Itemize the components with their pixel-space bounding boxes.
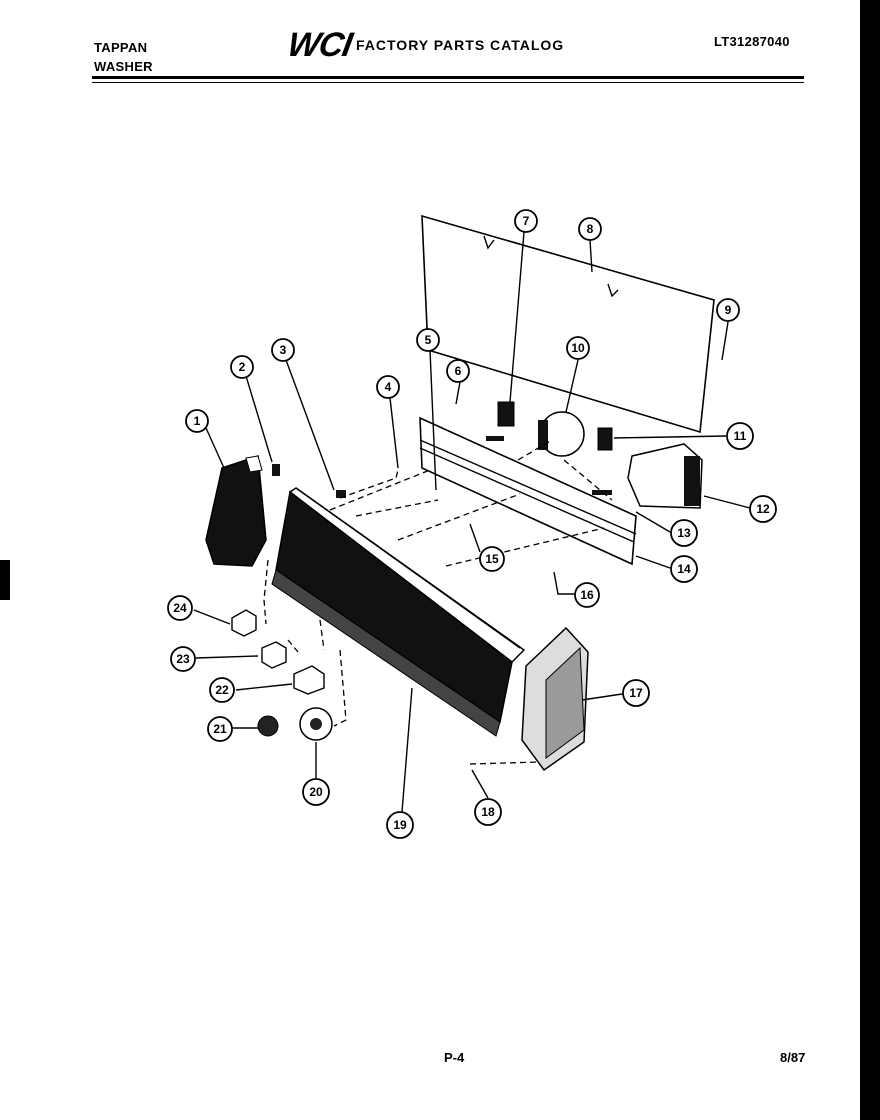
svg-text:4: 4 bbox=[385, 380, 392, 394]
svg-text:16: 16 bbox=[580, 588, 594, 602]
callout-4: 4 bbox=[376, 375, 400, 399]
svg-text:20: 20 bbox=[309, 785, 323, 799]
svg-text:1: 1 bbox=[194, 414, 201, 428]
callout-2: 2 bbox=[230, 355, 254, 379]
rear-panel-part bbox=[421, 214, 715, 434]
callout-16: 16 bbox=[574, 582, 600, 608]
svg-text:13: 13 bbox=[677, 526, 691, 540]
callout-14: 14 bbox=[670, 555, 698, 583]
callout-20: 20 bbox=[302, 778, 330, 806]
knob-24 bbox=[231, 609, 257, 637]
svg-text:23: 23 bbox=[176, 652, 190, 666]
svg-text:15: 15 bbox=[485, 552, 499, 566]
callout-21: 21 bbox=[207, 716, 233, 742]
svg-text:14: 14 bbox=[677, 562, 691, 576]
callout-10: 10 bbox=[566, 336, 590, 360]
callout-1: 1 bbox=[185, 409, 209, 433]
header-rule bbox=[92, 76, 804, 79]
callout-24: 24 bbox=[167, 595, 193, 621]
callout-19: 19 bbox=[386, 811, 414, 839]
svg-text:8: 8 bbox=[587, 222, 594, 236]
header-rule-thin bbox=[92, 82, 804, 83]
switch-part-11 bbox=[597, 427, 613, 451]
svg-text:17: 17 bbox=[629, 686, 643, 700]
callout-12: 12 bbox=[749, 495, 777, 523]
svg-text:12: 12 bbox=[756, 502, 770, 516]
svg-text:6: 6 bbox=[455, 364, 462, 378]
svg-text:11: 11 bbox=[734, 429, 747, 443]
callout-5: 5 bbox=[416, 328, 440, 352]
page-number: P-4 bbox=[444, 1050, 465, 1065]
control-panel-trim bbox=[271, 569, 501, 737]
scan-border-left bbox=[0, 560, 10, 600]
svg-text:7: 7 bbox=[523, 214, 530, 228]
mounting-bracket bbox=[419, 416, 637, 566]
svg-text:5: 5 bbox=[425, 333, 432, 347]
svg-text:9: 9 bbox=[725, 303, 732, 317]
timer-part bbox=[627, 443, 703, 509]
callout-13: 13 bbox=[670, 519, 698, 547]
knob-22 bbox=[293, 665, 325, 695]
callout-8: 8 bbox=[578, 217, 602, 241]
svg-text:19: 19 bbox=[393, 818, 407, 832]
callout-7: 7 bbox=[514, 209, 538, 233]
brand-name: TAPPAN bbox=[94, 40, 148, 55]
callout-11: 11 bbox=[726, 422, 754, 450]
callout-6: 6 bbox=[446, 359, 470, 383]
catalog-number: LT31287040 bbox=[714, 34, 790, 49]
svg-text:18: 18 bbox=[481, 805, 495, 819]
product-name: WASHER bbox=[94, 59, 153, 74]
callout-17: 17 bbox=[622, 679, 650, 707]
catalog-title: FACTORY PARTS CATALOG bbox=[356, 37, 565, 53]
knob-21 bbox=[257, 715, 279, 737]
callout-3: 3 bbox=[271, 338, 295, 362]
callout-15: 15 bbox=[479, 546, 505, 572]
svg-text:22: 22 bbox=[215, 683, 229, 697]
callout-23: 23 bbox=[170, 646, 196, 672]
left-end-cap bbox=[205, 454, 267, 567]
callout-9: 9 bbox=[716, 298, 740, 322]
callout-22: 22 bbox=[209, 677, 235, 703]
svg-text:21: 21 bbox=[213, 722, 227, 736]
scan-border-right bbox=[860, 0, 872, 1120]
switch-part-7 bbox=[497, 401, 515, 427]
svg-text:2: 2 bbox=[239, 360, 246, 374]
callout-18: 18 bbox=[474, 798, 502, 826]
svg-text:24: 24 bbox=[173, 601, 187, 615]
svg-text:10: 10 bbox=[571, 341, 585, 355]
knob-23 bbox=[261, 641, 287, 669]
catalog-date: 8/87 bbox=[780, 1050, 806, 1065]
svg-text:3: 3 bbox=[280, 343, 287, 357]
